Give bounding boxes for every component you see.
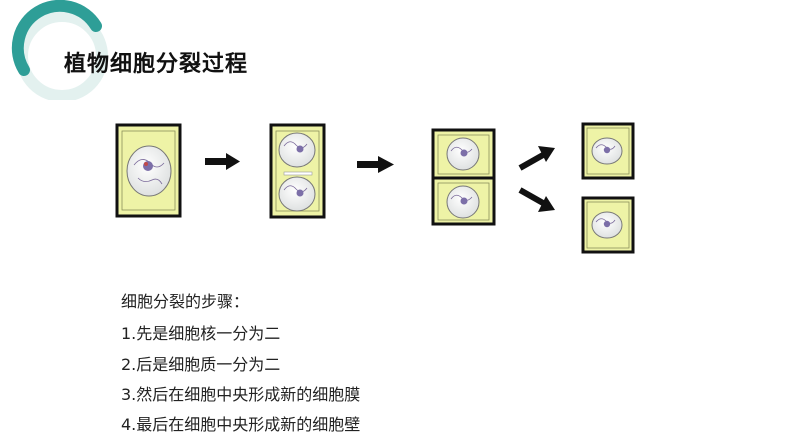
arrow-right-icon [205,153,240,170]
step-item-4: 4.最后在细胞中央形成新的细胞壁 [121,415,361,434]
slide-title: 植物细胞分裂过程 [64,52,249,77]
arrow-up-right-icon [518,146,555,171]
stage2-cell [269,123,326,219]
nucleus-icon [446,185,480,219]
nucleus-icon [446,137,480,171]
arrow-right-icon [357,156,394,173]
stage4-cell-top [581,122,635,180]
step-item-1: 1.先是细胞核一分为二 [121,324,281,343]
nucleus-icon [591,137,623,165]
nucleus-icon [278,176,316,212]
nucleus-icon [278,132,316,168]
stage4-cell-bottom [581,196,635,254]
stage3-cells [431,128,496,226]
nucleus-icon [126,145,172,197]
step-item-3: 3.然后在细胞中央形成新的细胞膜 [121,385,361,404]
stage1-cell [115,123,182,218]
corner-arc-decoration [11,0,108,100]
steps-heading: 细胞分裂的步骤： [121,292,250,311]
nucleus-icon [591,211,623,239]
arrow-down-right-icon [518,187,555,212]
step-item-2: 2.后是细胞质一分为二 [121,355,281,374]
